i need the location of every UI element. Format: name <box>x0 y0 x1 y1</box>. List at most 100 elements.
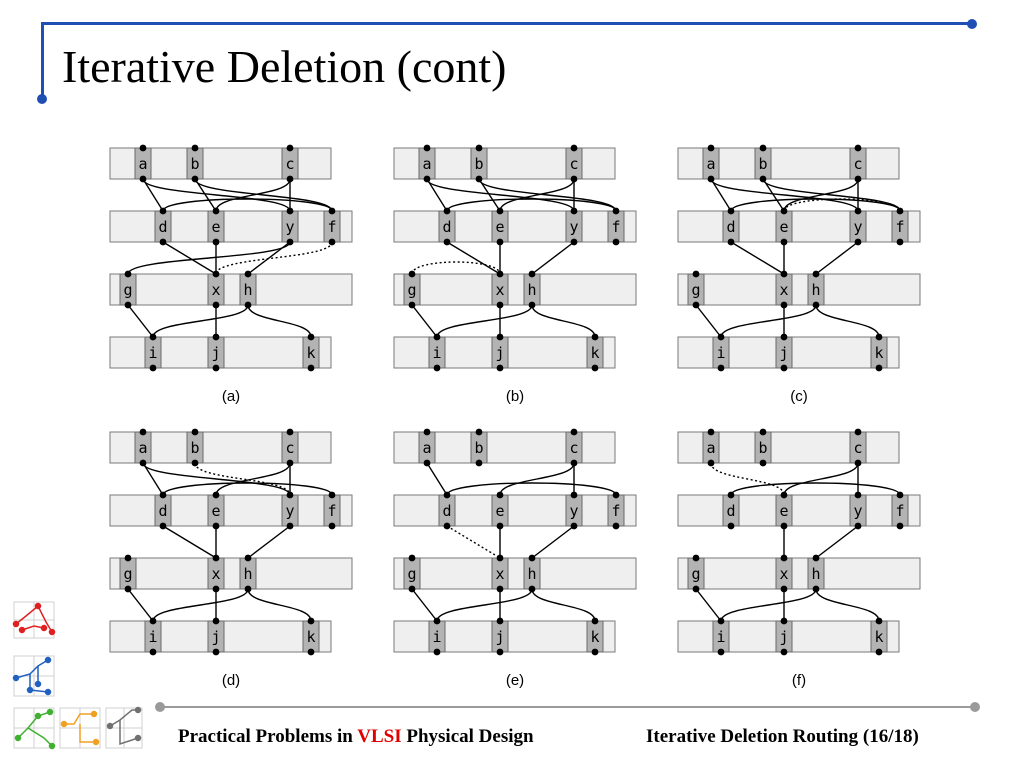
terminal-dot <box>896 207 904 215</box>
pin-label: f <box>611 502 620 520</box>
pin-label: b <box>474 439 483 457</box>
wire-d-f <box>730 198 901 212</box>
terminal-dot <box>475 175 483 183</box>
terminal-dot <box>159 522 167 530</box>
footer-course-highlight: VLSI <box>357 726 402 747</box>
terminal-dot <box>896 522 904 530</box>
pin-label: e <box>495 502 504 520</box>
pin-label: e <box>779 218 788 236</box>
terminal-dot <box>443 491 451 499</box>
terminal-dot <box>812 301 820 309</box>
terminal-dot <box>727 238 735 246</box>
terminal-dot <box>124 554 132 562</box>
terminal-dot <box>328 491 336 499</box>
wire-h-k <box>815 588 880 622</box>
terminal-dot <box>854 522 862 530</box>
wire-g-i <box>411 588 438 622</box>
terminal-dot <box>307 617 315 625</box>
terminal-dot <box>159 207 167 215</box>
panel-caption: (e) <box>506 672 524 689</box>
pin-label: i <box>432 344 441 362</box>
terminal-dot <box>244 554 252 562</box>
pin-label: e <box>495 218 504 236</box>
wire-d-f <box>730 482 901 496</box>
terminal-dot <box>780 522 788 530</box>
terminal-dot <box>286 459 294 467</box>
terminal-dot <box>570 175 578 183</box>
terminal-dot <box>149 333 157 341</box>
pin-label: k <box>590 628 599 646</box>
wire-d-f <box>162 198 333 212</box>
terminal-dot <box>780 333 788 341</box>
terminal-dot <box>570 459 578 467</box>
terminal-dot <box>780 554 788 562</box>
pin-label: a <box>706 155 715 173</box>
terminal-dot <box>707 144 715 152</box>
terminal-dot <box>433 333 441 341</box>
terminal-dot <box>443 522 451 530</box>
terminal-dot <box>286 522 294 530</box>
slide-title: Iterative Deletion (cont) <box>62 41 507 92</box>
pin-label: g <box>407 281 416 299</box>
terminal-dot <box>707 459 715 467</box>
pin-label: b <box>758 439 767 457</box>
pin-label: x <box>779 281 788 299</box>
wire-y-h <box>531 525 575 559</box>
pin-label: k <box>874 344 883 362</box>
pin-label: h <box>811 565 820 583</box>
terminal-dot <box>780 301 788 309</box>
terminal-dot <box>191 428 199 436</box>
terminal-dot <box>475 428 483 436</box>
terminal-dot <box>159 491 167 499</box>
pin-label: k <box>306 344 315 362</box>
wire-c-e <box>215 462 291 496</box>
terminal-dot <box>727 491 735 499</box>
pin-label: f <box>327 218 336 236</box>
wire-group <box>695 178 901 338</box>
wire-a-y <box>142 462 291 496</box>
wire-a-y <box>710 178 859 212</box>
terminal-dot <box>433 364 441 372</box>
terminal-dot <box>139 144 147 152</box>
wire-y-h <box>531 241 575 275</box>
wire-y-h <box>815 525 859 559</box>
terminal-dot <box>612 522 620 530</box>
terminal-dot <box>591 648 599 656</box>
wire-g-i <box>127 304 154 338</box>
terminal-dot <box>191 144 199 152</box>
wire-a-d <box>710 178 732 212</box>
terminal-dot <box>496 364 504 372</box>
wire-i-h <box>436 588 533 622</box>
footer-divider <box>160 706 975 708</box>
terminal-dot <box>591 364 599 372</box>
panel-caption: (d) <box>222 672 240 689</box>
deleted-wire-x-f <box>215 241 333 275</box>
course-logo <box>12 601 143 750</box>
wire-c-e <box>499 178 575 212</box>
terminal-dot <box>780 491 788 499</box>
terminal-dot <box>149 648 157 656</box>
terminal-dot <box>423 459 431 467</box>
terminal-dot <box>433 617 441 625</box>
panel-caption: (b) <box>506 388 524 405</box>
footer-divider-dot-left <box>155 702 165 712</box>
row-track <box>393 210 637 243</box>
wire-c-e <box>783 178 859 212</box>
wire-g-y <box>127 241 291 275</box>
deleted-wire-g-x <box>411 261 501 275</box>
terminal-dot <box>496 207 504 215</box>
terminal-dot <box>759 459 767 467</box>
row-track <box>109 210 353 243</box>
pin-label: d <box>158 218 167 236</box>
pin-label: c <box>853 439 862 457</box>
terminal-dot <box>423 428 431 436</box>
terminal-dot <box>812 585 820 593</box>
pin-label: i <box>432 628 441 646</box>
pin-label: c <box>569 439 578 457</box>
pin-label: b <box>474 155 483 173</box>
wire-h-k <box>531 304 596 338</box>
row-track <box>677 494 921 527</box>
terminal-dot <box>528 270 536 278</box>
pin-label: h <box>527 281 536 299</box>
title-frame-left-line <box>41 22 44 98</box>
